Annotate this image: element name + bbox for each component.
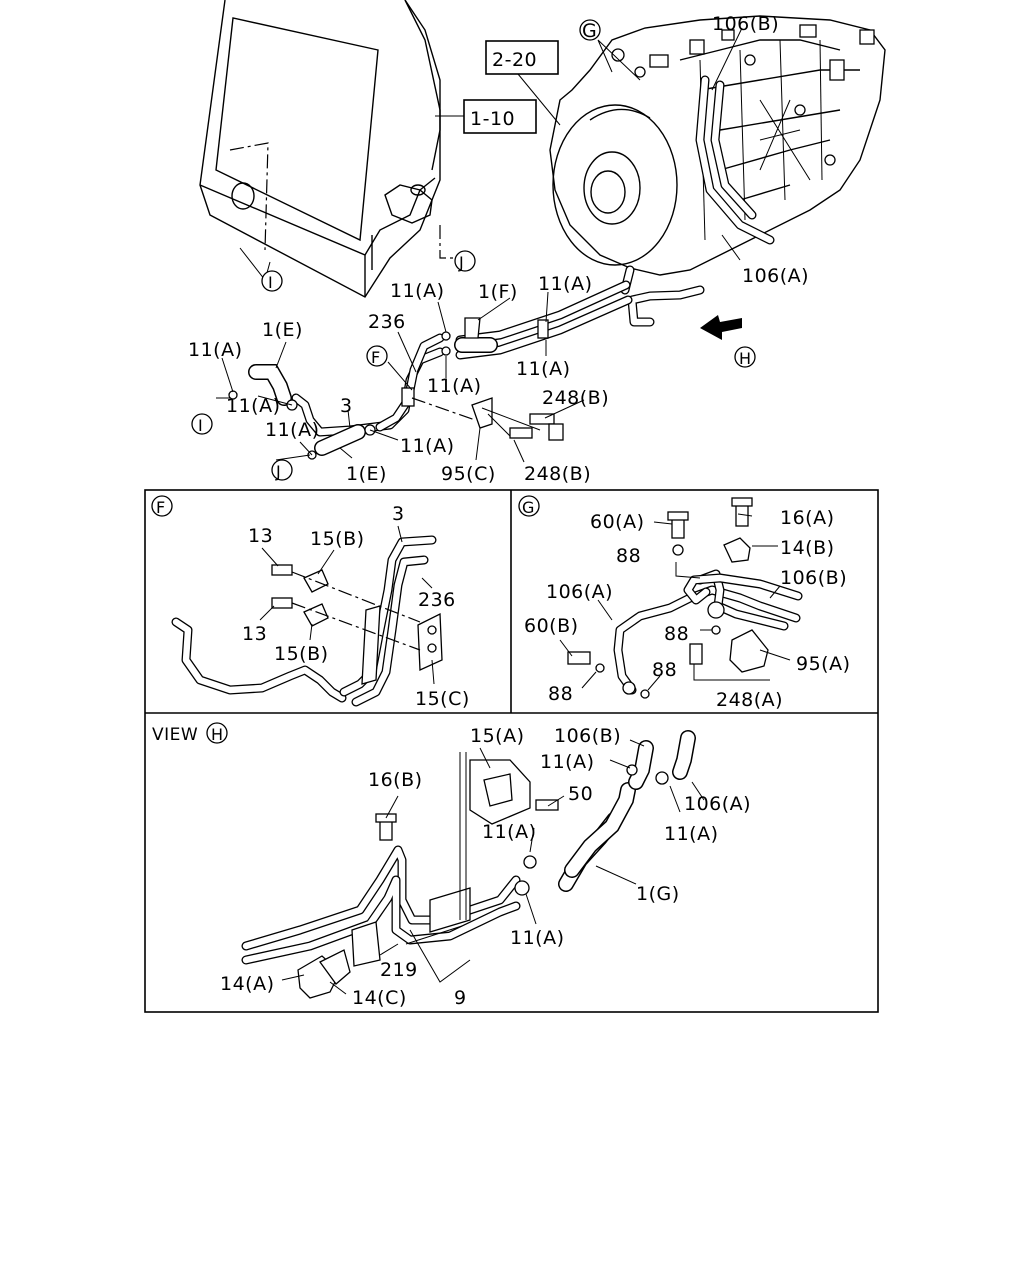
callout-label: 11(A) (226, 395, 281, 417)
panel-g: G 60(A) 16(A) 88 14(B) 106(A (518, 495, 851, 711)
callout-label: 50 (568, 783, 593, 805)
transmission-pipes (620, 75, 775, 327)
callout-label: 106(A) (742, 265, 809, 287)
callout-label: 106(B) (712, 13, 779, 35)
callout-label: 60(A) (590, 511, 645, 533)
callout-label: 11(A) (482, 821, 537, 843)
callout-label: 14(C) (352, 987, 407, 1009)
hose-1f (454, 317, 498, 353)
callout-label: 95(C) (441, 463, 496, 485)
callout-label: 106(B) (554, 725, 621, 747)
hose-1e-lower (314, 424, 366, 456)
callout-label: 236 (418, 589, 456, 611)
callout-label: 2-20 (492, 49, 537, 71)
callout-label: VIEW (152, 725, 198, 745)
callout-label: 1(G) (636, 883, 680, 905)
callout-label: 88 (616, 545, 641, 567)
callout-label: 15(B) (310, 528, 365, 550)
callout-label: 60(B) (524, 615, 579, 637)
callout-label: G (582, 20, 597, 42)
callout-label: 248(A) (716, 689, 783, 711)
callout-label: 11(A) (400, 435, 455, 457)
callout-label: 106(A) (684, 793, 751, 815)
callout-label: 14(B) (780, 537, 835, 559)
callout-label: F (156, 498, 166, 517)
callout-label: 248(B) (542, 387, 609, 409)
callout-label: H (211, 725, 224, 744)
callout-label: 236 (368, 311, 406, 333)
transmission-illustration (549, 15, 886, 276)
callout-label: 16(A) (780, 507, 835, 529)
callout-label: I (198, 416, 203, 435)
callout-label: F (371, 348, 381, 367)
callout-label: G (522, 498, 535, 517)
callout-label: 11(A) (390, 280, 445, 302)
callout-label: 11(A) (540, 751, 595, 773)
callout-label: 13 (242, 623, 267, 645)
callout-label: 3 (340, 395, 353, 417)
panel-borders (144, 489, 879, 1013)
bracket-95c (471, 397, 564, 441)
callout-label: J (458, 253, 464, 272)
callout-label: 16(B) (368, 769, 423, 791)
callout-label: H (739, 349, 752, 368)
callout-label: 11(A) (664, 823, 719, 845)
callout-label: 15(B) (274, 643, 329, 665)
radiator-illustration (199, 0, 455, 298)
leader-lines-top (216, 27, 743, 463)
callout-label: 1-10 (470, 108, 515, 130)
callout-label: 14(A) (220, 973, 275, 995)
callout-label: 13 (248, 525, 273, 547)
panel-view-h: VIEW H 15(A) 1 (152, 722, 751, 1009)
callout-label: 88 (652, 659, 677, 681)
callout-label: J (275, 462, 281, 481)
callout-label: 1(E) (262, 319, 303, 341)
hose-1e-upper (248, 364, 292, 406)
callout-label: 106(A) (546, 581, 613, 603)
callout-label: 248(B) (524, 463, 591, 485)
callout-label: 11(A) (516, 358, 571, 380)
callout-label: 15(A) (470, 725, 525, 747)
panel-f: F 3 13 15(B) 236 13 15(B) 15(C) (151, 495, 470, 710)
callout-label: 1(F) (478, 281, 518, 303)
callout-label: 15(C) (415, 688, 470, 710)
callout-label: I (268, 273, 273, 292)
callout-label: 11(A) (538, 273, 593, 295)
callout-label: 95(A) (796, 653, 851, 675)
callout-label: 9 (454, 987, 467, 1009)
callout-label: 106(B) (780, 567, 847, 589)
callout-label: 88 (548, 683, 573, 705)
callout-label: 11(A) (265, 419, 320, 441)
top-labels: 106(B) G 106(A) J I 11(A) 1(F) 11(A) 236… (188, 13, 809, 485)
callout-label: 88 (664, 623, 689, 645)
view-arrow-h (700, 315, 742, 340)
callout-label: 219 (380, 959, 418, 981)
callout-label: 11(A) (427, 375, 482, 397)
callout-label: 3 (392, 503, 405, 525)
callout-label: 11(A) (510, 927, 565, 949)
callout-label: 1(E) (346, 463, 387, 485)
callout-label: 11(A) (188, 339, 243, 361)
ref-box-2-20[interactable]: 2-20 (485, 40, 559, 75)
ref-box-1-10[interactable]: 1-10 (463, 99, 537, 134)
